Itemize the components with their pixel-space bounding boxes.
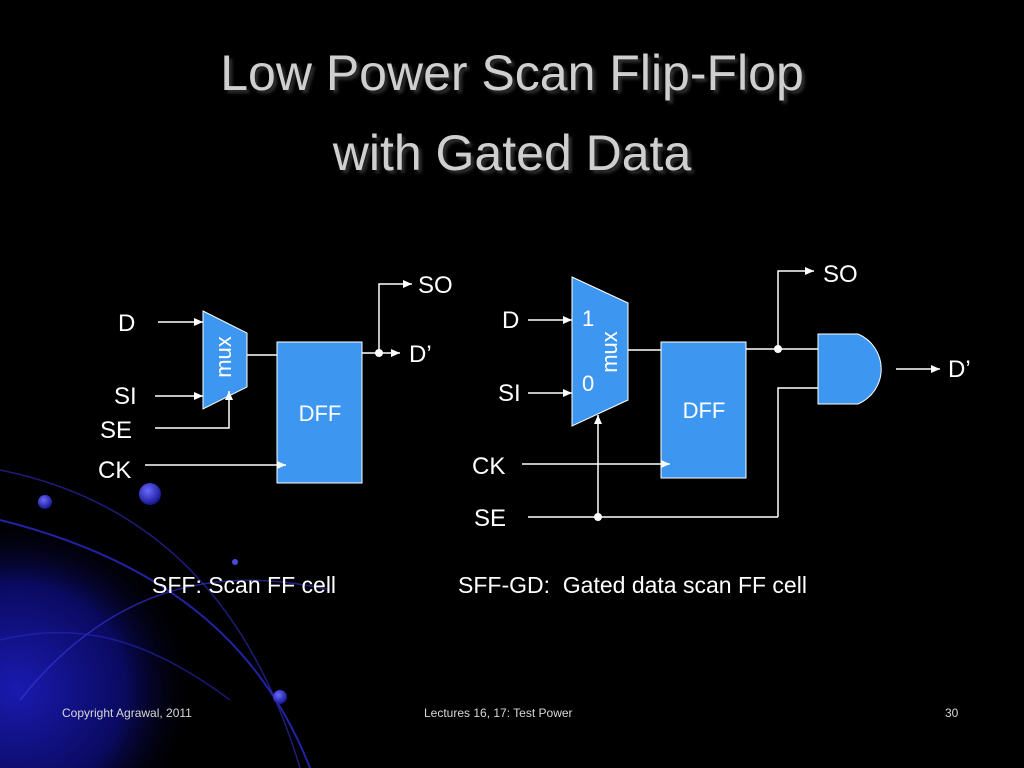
left-se-wire (155, 391, 233, 429)
right-so-label: SO (823, 261, 858, 288)
slide-title-line-2: with Gated Data (332, 125, 692, 181)
slide-title-line-1: Low Power Scan Flip-Flop (220, 45, 804, 101)
right-dff (660, 341, 747, 479)
decorative-dot (139, 483, 161, 505)
right-mux-label: mux (597, 331, 622, 373)
left-si-label: SI (114, 383, 137, 410)
right-caption: SFF-GD: Gated data scan FF cell (458, 572, 807, 598)
right-dout-label: D’ (948, 356, 971, 383)
decorative-dot (232, 559, 238, 565)
left-mux-label: mux (211, 336, 236, 378)
right-se-label: SE (474, 505, 506, 532)
right-so-wire (777, 267, 814, 349)
left-mux (202, 310, 248, 410)
footer-copyright: Copyright Agrawal, 2011 (62, 706, 192, 720)
left-so-wire (378, 280, 412, 353)
decorative-dot (273, 690, 287, 704)
footer-page-number: 30 (945, 706, 959, 720)
right-si-label: SI (498, 380, 521, 407)
right-mux-in1-label: 1 (582, 306, 594, 331)
right-and-gate (817, 333, 882, 405)
right-circuit: mux 1 0 DFF D SI CK SE (472, 261, 971, 532)
right-se-to-and-wire (777, 387, 818, 517)
left-circuit: mux DFF D SI SE CK SO D’ (98, 272, 453, 484)
footer-lecture: Lectures 16, 17: Test Power (424, 706, 573, 720)
decorative-dot (38, 495, 52, 509)
left-d-label: D (118, 310, 135, 337)
right-mux (571, 276, 629, 427)
left-dff (276, 341, 363, 484)
left-dff-label: DFF (299, 401, 342, 426)
left-caption: SFF: Scan FF cell (152, 572, 336, 598)
left-se-label: SE (100, 417, 132, 444)
right-mux-in0-label: 0 (582, 371, 594, 396)
left-so-label: SO (418, 272, 453, 299)
left-ck-label: CK (98, 457, 131, 484)
right-dff-label: DFF (683, 398, 726, 423)
right-ck-label: CK (472, 453, 505, 480)
right-d-label: D (502, 307, 519, 334)
left-dout-label: D’ (409, 341, 432, 368)
